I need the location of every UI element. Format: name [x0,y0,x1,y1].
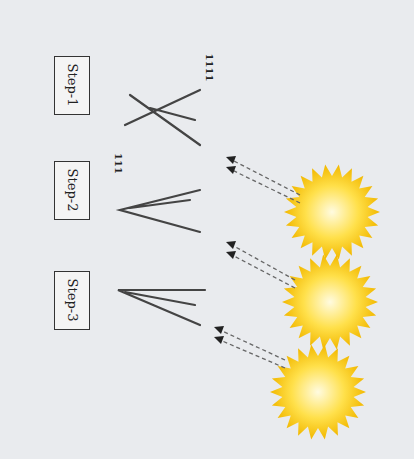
sun-icon [270,345,366,440]
light-ray [232,170,300,203]
light-ray [220,340,285,368]
step-box: Step-1 [54,56,90,115]
branch-lines [120,190,200,232]
step-label: Step-2 [65,169,80,212]
step-box: Step-3 [54,271,90,330]
light-ray [232,255,295,288]
step-label: Step-1 [65,64,80,107]
mark-label: 1111 [204,54,215,82]
branch-lines [125,90,200,145]
mark-label: 111 [113,153,124,174]
branch-lines [118,290,205,325]
sun-icon [282,255,378,350]
sun-icon [284,165,380,260]
step-box: Step-2 [54,161,90,220]
light-ray [232,245,295,280]
light-ray [232,160,300,195]
step-label: Step-3 [65,279,80,322]
light-ray [220,330,285,360]
